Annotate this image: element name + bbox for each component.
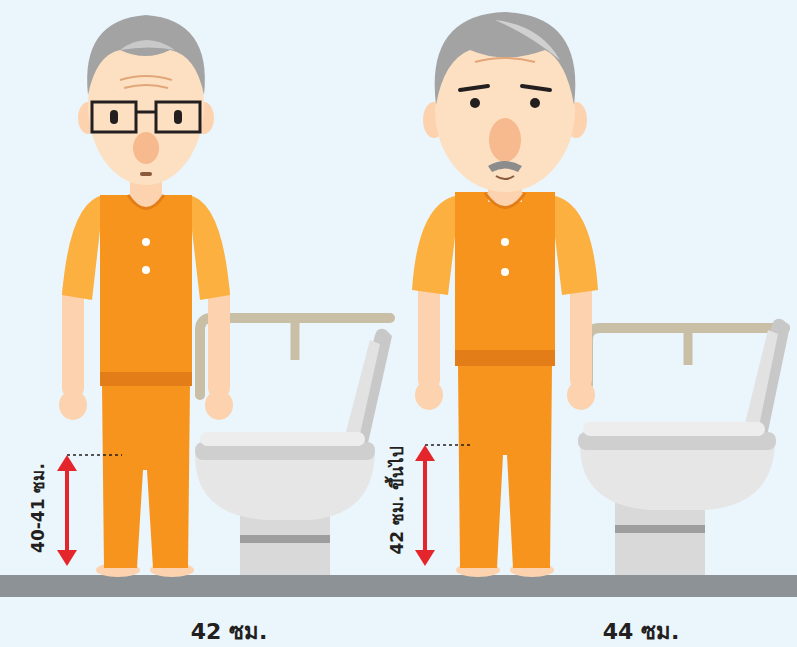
floor (0, 575, 797, 597)
seat-height-dimension: 42 ซม. (191, 614, 268, 647)
toilet-right (578, 319, 790, 575)
height-dimension: 42 ซม. ขึ้นไป (383, 446, 410, 555)
height-arrow-left (57, 455, 122, 566)
height-arrow-right (415, 445, 470, 566)
seat-height-dimension: 44 ซม. (603, 614, 680, 647)
height-dimension: 40-41 ซม. (24, 463, 51, 553)
elderly-man-glasses (59, 15, 233, 577)
elderly-man-mustache (412, 12, 598, 577)
